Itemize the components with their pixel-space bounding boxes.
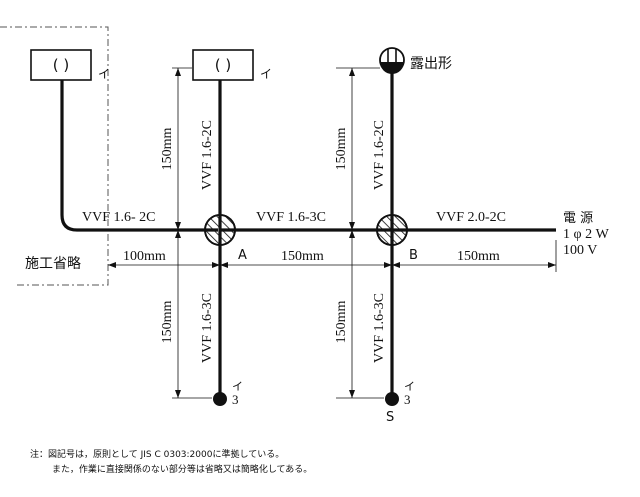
junction-box-b-icon [376, 214, 408, 246]
dim-mid-h: 150mm [281, 249, 324, 264]
wiring-lines [60, 68, 556, 395]
dim-b-up-v: 150mm [334, 128, 349, 171]
fixture-box-left [30, 49, 92, 81]
fixture-left-symbol: ( ) [53, 56, 69, 74]
dimension-lines [108, 67, 557, 399]
cable-left-path [60, 80, 218, 232]
switch-b-label: イ [404, 380, 415, 393]
cable-a-up-label: VVF 1.6-2C [200, 120, 215, 190]
cable-right-label: VVF 2.0-2C [436, 210, 506, 225]
cable-b-up-label: VVF 1.6-2C [372, 120, 387, 190]
junction-box-a-icon [204, 214, 236, 246]
fixture-left-label: イ [98, 67, 110, 81]
switch-a-icon [213, 392, 227, 406]
switch-b-icon [385, 392, 399, 406]
exposed-outlet-icon [379, 47, 405, 74]
note-line1: 注：図記号は，原則として JIS C 0303:2000に準拠している。 [30, 448, 284, 460]
switch-a-label: イ [232, 380, 243, 393]
cable-left-label: VVF 1.6- 2C [82, 210, 156, 225]
dim-left-h: 100mm [123, 249, 166, 264]
cable-a-down-label: VVF 1.6-3C [200, 293, 215, 363]
source-line1: 電 源 [563, 211, 593, 226]
junction-b-label: B [409, 248, 418, 263]
dim-right-h: 150mm [457, 249, 500, 264]
fixture-box-upper [192, 49, 254, 81]
cable-mid-label: VVF 1.6-3C [256, 210, 326, 225]
exposed-outlet-label: 露出形 [410, 56, 452, 72]
dim-b-down-v: 150mm [334, 301, 349, 344]
dimension-arrowheads [108, 68, 556, 398]
switch-a-number: 3 [232, 392, 239, 407]
switch-b-number: 3 [404, 392, 411, 407]
dim-a-down-v: 150mm [160, 301, 175, 344]
fixture-upper-symbol: ( ) [215, 56, 231, 74]
omitted-area-boundary [0, 26, 109, 286]
source-line3: 100 V [563, 243, 597, 258]
switch-b-s-label: S [386, 410, 394, 425]
dim-a-up-v: 150mm [160, 128, 175, 171]
junction-a-label: A [238, 248, 247, 263]
source-line2: 1 φ 2 W [563, 227, 610, 242]
cable-b-down-label: VVF 1.6-3C [372, 293, 387, 363]
note-line2: また，作業に直接関係のない部分等は省略又は簡略化してある。 [52, 463, 312, 475]
fixture-upper-label: イ [260, 67, 272, 81]
omitted-area-label: 施工省略 [25, 256, 81, 272]
